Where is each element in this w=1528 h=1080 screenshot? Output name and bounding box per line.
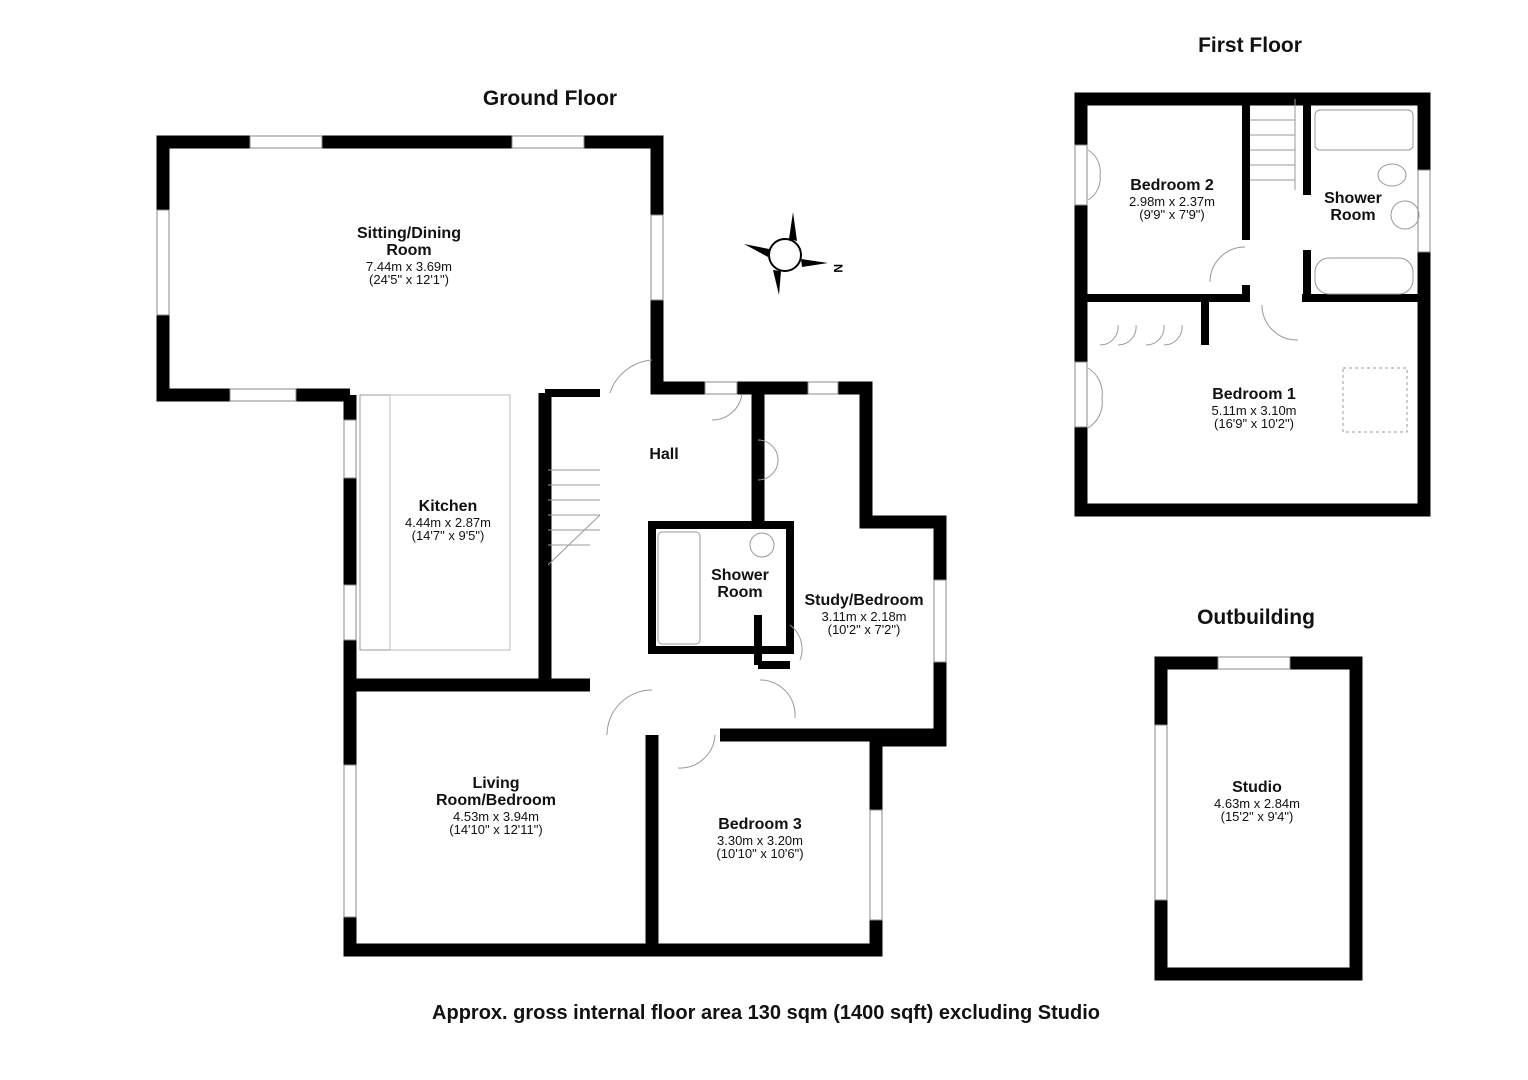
- ground-inner-walls: [545, 389, 794, 669]
- first-fixtures: [1087, 99, 1420, 433]
- room-shower-first: Shower Room: [1318, 190, 1388, 225]
- room-bedroom-2: Bedroom 2 2.98m x 2.37m (9'9" x 7'9"): [1129, 177, 1215, 223]
- ground-floor-walls: [156, 135, 947, 957]
- room-metric: 3.30m x 3.20m: [717, 832, 803, 848]
- room-imperial: (24'5" x 12'1"): [369, 272, 449, 288]
- room-name: Shower Room: [711, 567, 769, 601]
- room-imperial: (16'9" x 10'2"): [1214, 416, 1294, 432]
- compass-label: N: [831, 264, 845, 273]
- first-windows: [1074, 144, 1431, 428]
- room-name: Studio: [1232, 779, 1282, 796]
- room-imperial: (9'9" x 7'9"): [1139, 207, 1205, 223]
- room-imperial: (14'7" x 9'5"): [411, 528, 485, 544]
- room-name: Bedroom 1: [1212, 386, 1296, 403]
- room-name: Sitting/Dining Room: [357, 225, 461, 259]
- room-name: Living Room/Bedroom: [436, 775, 556, 809]
- first-inner-walls: [1081, 99, 1424, 345]
- first-floor-walls: [1074, 92, 1431, 517]
- ground-windows: [156, 135, 947, 921]
- room-bedroom-1: Bedroom 1 5.11m x 3.10m (16'9" x 10'2"): [1211, 386, 1297, 432]
- ground-fixtures: [359, 359, 803, 769]
- floor-area-note: Approx. gross internal floor area 130 sq…: [432, 1002, 1100, 1024]
- room-kitchen: Kitchen 4.44m x 2.87m (14'7" x 9'5"): [405, 498, 491, 544]
- first-floor-title: First Floor: [1198, 34, 1302, 57]
- outbuilding-windows: [1154, 656, 1291, 901]
- room-metric: 5.11m x 3.10m: [1211, 402, 1297, 418]
- room-studio: Studio 4.63m x 2.84m (15'2" x 9'4"): [1214, 779, 1300, 825]
- room-name: Shower Room: [1324, 190, 1382, 224]
- room-imperial: (15'2" x 9'4"): [1220, 809, 1294, 825]
- room-name: Study/Bedroom: [804, 592, 924, 609]
- room-name: Bedroom 2: [1130, 177, 1214, 194]
- room-imperial: (10'10" x 10'6"): [716, 846, 804, 862]
- room-metric: 3.11m x 2.18m: [821, 608, 907, 624]
- room-metric: 2.98m x 2.37m: [1129, 193, 1215, 209]
- room-bedroom-3: Bedroom 3 3.30m x 3.20m (10'10" x 10'6"): [716, 816, 804, 862]
- room-metric: 7.44m x 3.69m: [366, 258, 452, 274]
- compass-icon: [744, 212, 828, 295]
- room-study-bedroom: Study/Bedroom 3.11m x 2.18m (10'2" x 7'2…: [804, 592, 924, 638]
- room-living-bedroom: Living Room/Bedroom 4.53m x 3.94m (14'10…: [426, 775, 566, 838]
- room-metric: 4.44m x 2.87m: [405, 514, 491, 530]
- room-name: Hall: [649, 446, 679, 463]
- room-imperial: (10'2" x 7'2"): [827, 622, 901, 638]
- room-name: Bedroom 3: [718, 816, 802, 833]
- ground-floor-title: Ground Floor: [482, 87, 618, 110]
- room-imperial: (14'10" x 12'11"): [449, 822, 543, 838]
- room-metric: 4.63m x 2.84m: [1214, 795, 1300, 811]
- room-name: Kitchen: [418, 498, 478, 515]
- room-metric: 4.53m x 3.94m: [453, 808, 539, 824]
- room-sitting-dining: Sitting/Dining Room 7.44m x 3.69m (24'5"…: [349, 225, 469, 288]
- outbuilding-title: Outbuilding: [1197, 606, 1315, 629]
- room-hall: Hall: [649, 446, 679, 464]
- room-shower-ground: Shower Room: [705, 567, 775, 602]
